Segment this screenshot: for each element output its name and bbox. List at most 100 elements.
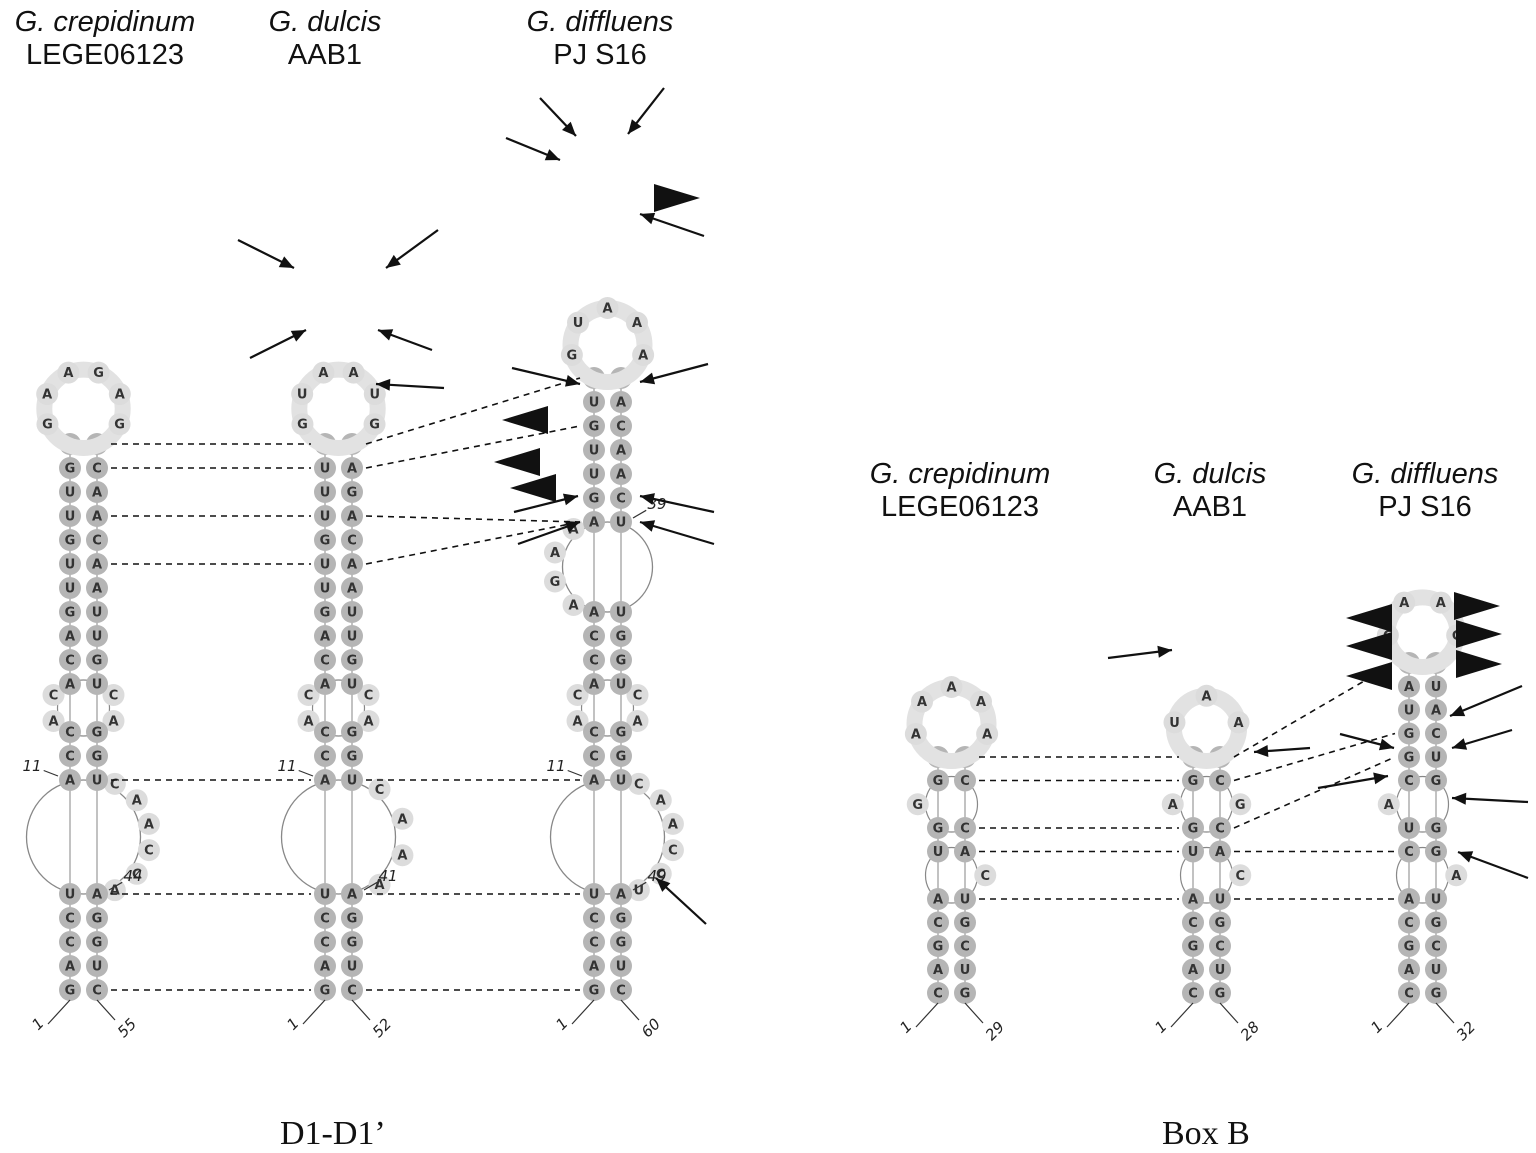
nucleotide: G bbox=[610, 721, 632, 743]
nucleotide-circle bbox=[341, 883, 363, 905]
nucleotide: C bbox=[1398, 840, 1420, 863]
nucleotide: A bbox=[357, 710, 380, 732]
nucleotide: G bbox=[314, 529, 336, 551]
strand-end-3 bbox=[96, 999, 116, 1021]
nucleotide: A bbox=[976, 722, 999, 745]
nucleotide-letter: U bbox=[65, 558, 76, 573]
nucleotide: G bbox=[1425, 817, 1447, 839]
strand-end-3 bbox=[964, 1002, 984, 1024]
nucleotide-circle bbox=[86, 649, 108, 671]
nucleotide-letter: U bbox=[589, 396, 600, 411]
nucleotide-circle bbox=[610, 673, 632, 695]
nucleotide-letter: U bbox=[1431, 893, 1442, 908]
nucleotide: U bbox=[363, 383, 386, 406]
nucleotide-circle bbox=[341, 457, 363, 479]
nucleotide: A bbox=[314, 673, 336, 695]
nucleotide: A bbox=[543, 541, 566, 564]
nucleotide: C bbox=[627, 772, 650, 795]
nucleotide-letter: C bbox=[960, 940, 970, 955]
nucleotide: A bbox=[342, 361, 365, 384]
nucleotide-circle bbox=[59, 769, 81, 791]
nucleotide-circle bbox=[911, 690, 934, 713]
nucleotide-circle bbox=[940, 676, 963, 698]
nucleotide-circle bbox=[357, 684, 380, 706]
nucleotide-letter: U bbox=[589, 888, 600, 903]
nucleotide-letter: A bbox=[1404, 893, 1414, 908]
nucleotide-circle bbox=[927, 769, 949, 792]
nucleotide: G bbox=[59, 529, 81, 551]
nucleotide-letter: U bbox=[320, 486, 331, 501]
nucleotide-circle bbox=[661, 839, 684, 862]
nucleotide-letter: G bbox=[92, 726, 103, 741]
nucleotide: U bbox=[1182, 840, 1204, 863]
nucleotide-letter: U bbox=[92, 606, 103, 621]
annotation-wedge bbox=[502, 406, 548, 434]
alignment-dashed-line bbox=[1233, 732, 1396, 782]
nucleotide-letter: A bbox=[397, 849, 407, 864]
nucleotide-circle bbox=[1398, 982, 1420, 1004]
nucleotide-letter: U bbox=[1188, 845, 1199, 860]
nucleotide-letter: U bbox=[960, 963, 971, 978]
nucleotide-letter: G bbox=[912, 798, 923, 813]
nucleotide-letter: A bbox=[589, 960, 599, 975]
nucleotide-circle bbox=[1398, 722, 1420, 745]
nucleotide-circle bbox=[1398, 817, 1420, 839]
nucleotide: U bbox=[86, 625, 108, 647]
annotation-arrow-head bbox=[544, 149, 560, 161]
nucleotide-circle bbox=[596, 297, 619, 319]
nucleotide-letter: G bbox=[1431, 774, 1442, 789]
nucleotide: C bbox=[583, 649, 605, 671]
nucleotide-letter: A bbox=[933, 893, 943, 908]
annotation-arrow-head bbox=[1452, 738, 1468, 750]
strand-end-3 bbox=[1219, 1002, 1239, 1024]
strand-end-5 bbox=[915, 1002, 939, 1028]
nucleotide: C bbox=[314, 721, 336, 743]
nucleotide-circle bbox=[1425, 769, 1447, 792]
nucleotide-circle bbox=[954, 911, 976, 934]
nucleotide-circle bbox=[583, 931, 605, 953]
nucleotide-circle bbox=[969, 690, 992, 713]
position-tick bbox=[632, 509, 647, 519]
position-label: 11 bbox=[22, 757, 41, 775]
nucleotide: A bbox=[610, 883, 632, 905]
nucleotide-circle bbox=[1182, 935, 1204, 957]
nucleotide: A bbox=[1398, 675, 1420, 698]
nucleotide-circle bbox=[1425, 935, 1447, 957]
nucleotide-letter: A bbox=[347, 510, 357, 525]
nucleotide-circle bbox=[103, 772, 126, 795]
annotation-wedge bbox=[654, 184, 700, 212]
nucleotide: C bbox=[649, 862, 672, 885]
nucleotide-circle bbox=[86, 769, 108, 791]
nucleotide-circle bbox=[314, 625, 336, 647]
position-label: 11 bbox=[546, 757, 565, 775]
nucleotide: U bbox=[1425, 958, 1447, 981]
nucleotide-circle bbox=[1209, 935, 1231, 957]
nucleotide: C bbox=[314, 931, 336, 953]
nucleotide: G bbox=[291, 413, 314, 436]
nucleotide-letter: A bbox=[933, 963, 943, 978]
position-tick bbox=[43, 769, 59, 777]
strain-name: LEGE06123 bbox=[880, 491, 1039, 523]
nucleotide: G bbox=[59, 979, 81, 1001]
nucleotide: G bbox=[36, 413, 59, 436]
nucleotide-circle bbox=[137, 839, 160, 862]
nucleotide: G bbox=[1398, 935, 1420, 957]
nucleotide: C bbox=[125, 862, 148, 885]
nucleotide-letter: C bbox=[1188, 987, 1198, 1002]
nucleotide: U bbox=[291, 383, 314, 406]
nucleotide-letter: G bbox=[1215, 916, 1226, 931]
nucleotide-letter: C bbox=[960, 774, 970, 789]
nucleotide-letter: A bbox=[550, 546, 560, 561]
nucleotide: C bbox=[1398, 769, 1420, 792]
nucleotide-circle bbox=[86, 745, 108, 767]
nucleotide-circle bbox=[583, 955, 605, 977]
nucleotide: C bbox=[661, 839, 684, 862]
nucleotide: A bbox=[583, 769, 605, 791]
nucleotide-circle bbox=[974, 864, 997, 887]
header-d1-crepidinum: G. crepidinum LEGE06123 bbox=[0, 6, 210, 72]
nucleotide: A bbox=[314, 769, 336, 791]
nucleotide-letter: U bbox=[589, 468, 600, 483]
nucleotide-circle bbox=[59, 553, 81, 575]
nucleotide-letter: G bbox=[550, 575, 561, 590]
